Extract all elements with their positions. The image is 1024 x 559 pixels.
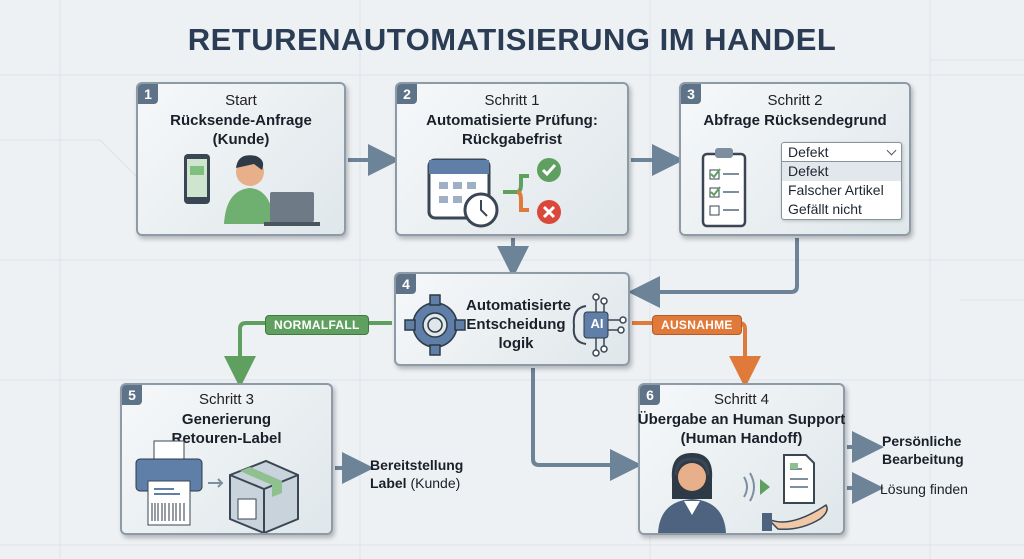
step-number: 1 bbox=[138, 84, 158, 104]
personal-handling-output: Persönliche Bearbeitung bbox=[882, 432, 964, 468]
output-line: Persönliche bbox=[882, 433, 962, 449]
dropdown-option[interactable]: Falscher Artikel bbox=[788, 182, 884, 198]
chevron-down-icon bbox=[886, 145, 897, 155]
step-subtitle: Schritt 1 bbox=[484, 92, 540, 109]
step-subtitle: Schritt 4 bbox=[713, 391, 770, 408]
arrow-3-4 bbox=[628, 238, 799, 308]
step-number: 3 bbox=[681, 84, 701, 104]
ai-brain-icon bbox=[572, 293, 627, 357]
arrow-4-6 bbox=[531, 368, 642, 481]
step-title: Generierung bbox=[181, 411, 272, 428]
step-3-box: 3 Schritt 2 Abfrage Rücksendegrund Defek… bbox=[679, 82, 911, 236]
step-title-line2: (Kunde) bbox=[212, 131, 270, 148]
step-number: 5 bbox=[122, 385, 142, 405]
ai-label: AI bbox=[590, 316, 604, 331]
step-2-box: 2 Schritt 1 Automatisierte Prüfung: Rück… bbox=[395, 82, 629, 236]
step-subtitle: Schritt 2 bbox=[767, 92, 823, 109]
support-agent-handoff-icon bbox=[658, 453, 828, 533]
label-provision-output: Bereitstellung Label (Kunde) bbox=[370, 456, 463, 492]
page-title: RETURENAUTOMATISIERUNG IM HANDEL bbox=[187, 22, 837, 57]
printer-to-package-icon bbox=[135, 440, 299, 533]
step-title-line2: (Human Handoff) bbox=[680, 430, 803, 447]
dropdown-selected: Defekt bbox=[788, 143, 829, 160]
step-title: Übergabe an Human Support bbox=[637, 411, 846, 428]
step-title: Automatisierte Prüfung: bbox=[426, 112, 598, 129]
step-title-line3: logik bbox=[498, 335, 534, 352]
step-title: Abfrage Rücksendegrund bbox=[703, 112, 887, 129]
output-line-bold: Label bbox=[370, 475, 407, 491]
gear-icon bbox=[404, 294, 466, 356]
step-title-line2: Rückgabefrist bbox=[461, 131, 563, 148]
dropdown-option[interactable]: Defekt bbox=[782, 162, 901, 181]
step-1-box: 1 Start Rücksende-Anfrage (Kunde) bbox=[136, 82, 346, 236]
step-number: 2 bbox=[397, 84, 417, 104]
step-4-box: 4 Automatisierte Entscheidung logik AI bbox=[394, 272, 630, 366]
step-6-box: 6 Schritt 4 Übergabe an Human Support (H… bbox=[638, 383, 845, 535]
step-title-line2: Entscheidung bbox=[466, 316, 566, 333]
customer-with-phone-icon bbox=[184, 154, 320, 226]
step-subtitle: Schritt 3 bbox=[198, 391, 255, 408]
exception-branch-label: AUSNAHME bbox=[652, 315, 742, 335]
arrow-normal bbox=[224, 321, 392, 388]
return-reason-dropdown[interactable]: Defekt Defekt Falscher Artikel Gefällt n… bbox=[781, 142, 902, 220]
normal-branch-label: NORMALFALL bbox=[265, 315, 369, 335]
calendar-clock-icon bbox=[427, 158, 561, 228]
step-title: Automatisierte bbox=[466, 297, 572, 314]
step-subtitle: Start bbox=[225, 92, 257, 109]
step-number: 6 bbox=[640, 385, 660, 405]
find-solution-output: Lösung finden bbox=[880, 481, 968, 497]
checklist-clipboard-icon bbox=[701, 148, 747, 228]
step-5-box: 5 Schritt 3 Generierung Retouren-Label bbox=[120, 383, 333, 535]
step-title-line2: Retouren-Label bbox=[171, 430, 282, 447]
step-title: Rücksende-Anfrage bbox=[170, 112, 312, 129]
dropdown-option[interactable]: Gefällt nicht bbox=[788, 201, 862, 217]
output-line-normal: (Kunde) bbox=[410, 475, 461, 491]
step-number: 4 bbox=[396, 274, 416, 294]
output-line: Bereitstellung bbox=[370, 457, 464, 473]
output-line: Bearbeitung bbox=[882, 451, 964, 467]
